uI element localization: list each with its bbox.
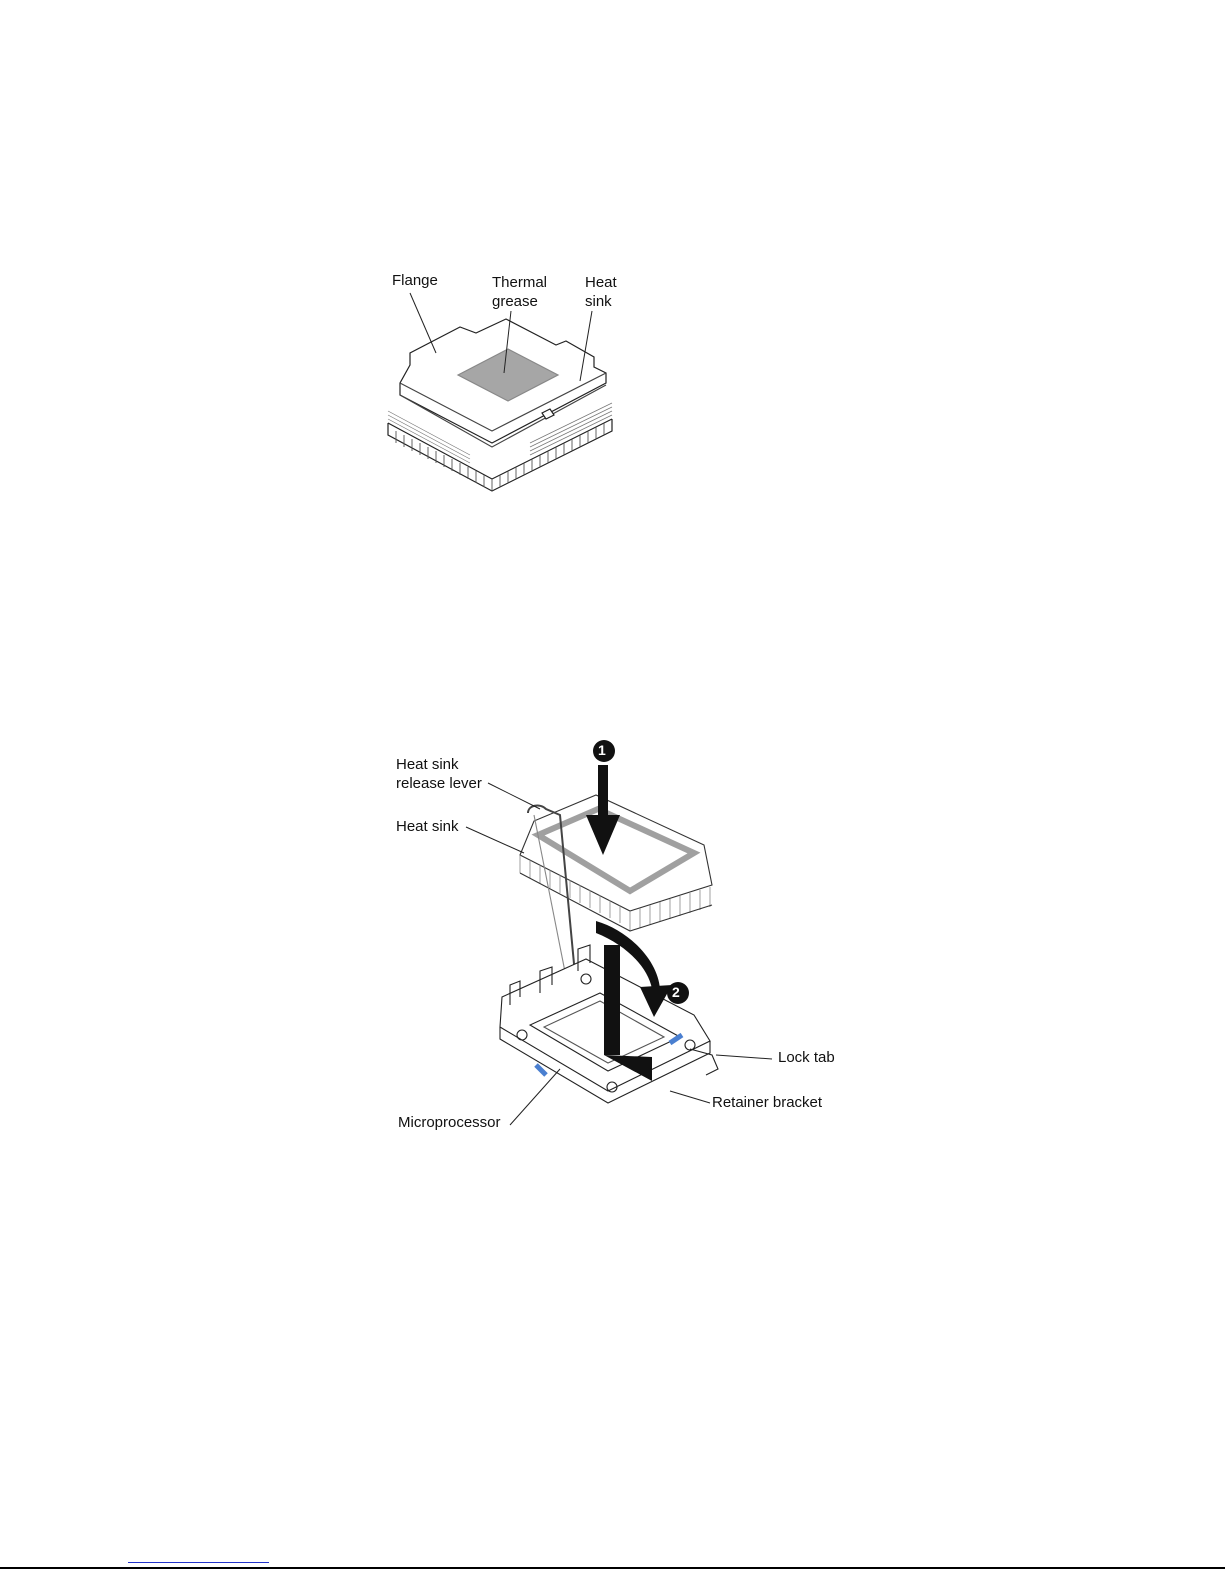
thermal-grease-label-line1: Thermal xyxy=(492,273,547,292)
page-bottom-rule xyxy=(0,1567,1225,1569)
heat-sink-label-line1: Heat xyxy=(585,273,617,292)
microprocessor-label: Microprocessor xyxy=(398,1113,501,1132)
flange-label: Flange xyxy=(392,271,438,290)
retainer-bracket-label: Retainer bracket xyxy=(712,1093,822,1112)
step-1-number: 1 xyxy=(598,741,606,760)
heat-sink-installation-figure: 1 2 Heat sink release lever Heat sink Lo… xyxy=(390,735,840,1135)
lock-tab-label: Lock tab xyxy=(778,1048,835,1067)
page-footer xyxy=(0,1567,1225,1585)
release-lever-label-line2: release lever xyxy=(396,774,482,793)
release-lever-label-line1: Heat sink xyxy=(396,755,459,774)
footnote-link-underline[interactable] xyxy=(128,1562,269,1563)
heat-sink-label: Heat sink xyxy=(396,817,459,836)
heat-sink-label-line2: sink xyxy=(585,292,612,311)
step-2-number: 2 xyxy=(672,983,680,1002)
thermal-grease-label-line2: grease xyxy=(492,292,538,311)
heat-sink-figure: Flange Thermal grease Heat sink xyxy=(380,265,640,505)
installation-illustration xyxy=(390,735,840,1135)
